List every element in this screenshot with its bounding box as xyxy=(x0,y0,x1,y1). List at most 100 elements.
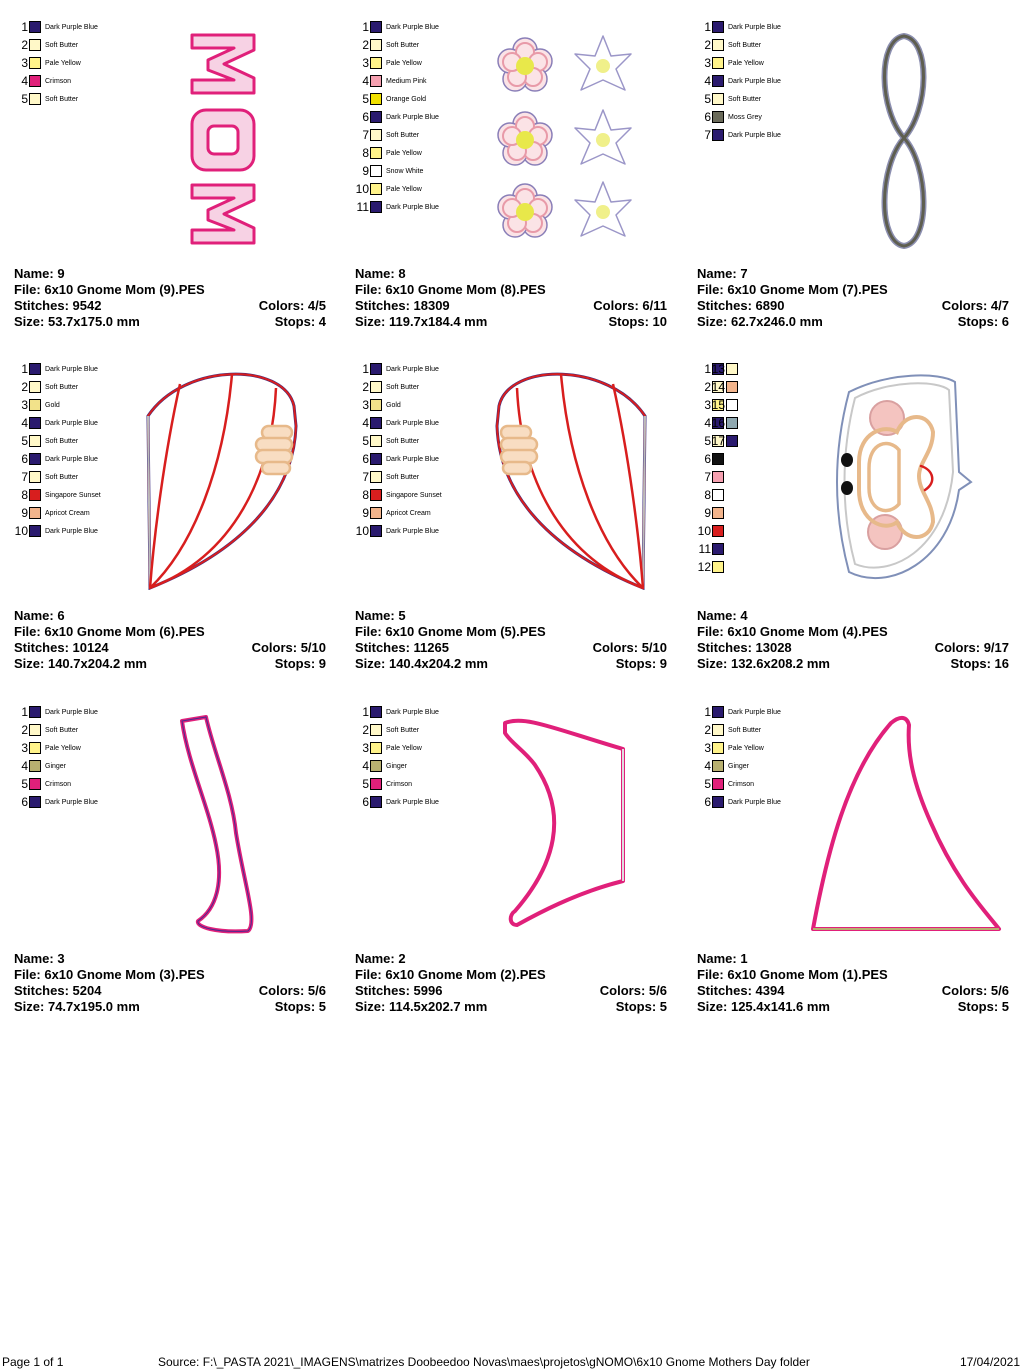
palette-row: 7 xyxy=(697,468,724,486)
palette-number: 8 xyxy=(21,488,28,502)
palette-number: 6 xyxy=(362,452,369,466)
color-name: Gold xyxy=(386,401,401,409)
color-swatch xyxy=(712,57,724,69)
palette-number: 5 xyxy=(362,434,369,448)
design-size: 62.7x246.0 mm xyxy=(730,314,823,329)
color-name: Medium Pink xyxy=(386,77,427,85)
palette-number: 4 xyxy=(704,74,711,88)
design-file-row: File: 6x10 Gnome Mom (7).PES xyxy=(697,282,888,297)
color-name: Ginger xyxy=(728,762,750,770)
palette-number: 1 xyxy=(21,362,28,376)
page-number: Page 1 of 1 xyxy=(2,1355,64,1369)
design-name: 4 xyxy=(740,608,748,623)
color-name: Pale Yellow xyxy=(45,744,81,752)
palette-number: 6 xyxy=(362,795,369,809)
stitch-count: 18309 xyxy=(413,298,450,313)
design-info: Name: 9 File: 6x10 Gnome Mom (9).PES Sti… xyxy=(14,266,326,330)
color-swatch xyxy=(726,435,738,447)
palette-number: 13 xyxy=(711,362,725,376)
color-swatch xyxy=(726,399,738,411)
color-name: Soft Butter xyxy=(386,726,420,734)
gnome-face-design xyxy=(836,374,973,580)
color-swatch xyxy=(712,507,724,519)
palette-number: 5 xyxy=(704,777,711,791)
color-swatch xyxy=(370,111,382,123)
stop-count: 4 xyxy=(318,314,326,329)
color-swatch xyxy=(726,381,738,393)
color-swatch xyxy=(712,471,724,483)
color-swatch xyxy=(712,435,724,447)
color-swatch xyxy=(712,742,724,754)
stitch-count: 13028 xyxy=(755,640,792,655)
color-swatch xyxy=(370,21,382,33)
color-name: Soft Butter xyxy=(45,41,79,49)
color-name: Crimson xyxy=(728,780,755,788)
color-name: Soft Butter xyxy=(728,95,762,103)
stitch-count: 9542 xyxy=(72,298,102,313)
palette-row: 5 xyxy=(697,432,724,450)
color-count: 5/6 xyxy=(990,983,1009,998)
color-name: Singapore Sunset xyxy=(45,491,101,499)
color-swatch xyxy=(712,525,724,537)
design-name-row: Name: 5 xyxy=(355,608,406,623)
color-swatch xyxy=(712,111,724,123)
palette-number: 1 xyxy=(21,20,28,34)
color-name: Dark Purple Blue xyxy=(45,455,98,463)
palette-number: 4 xyxy=(362,74,369,88)
palette-number: 3 xyxy=(21,56,28,70)
stop-count: 5 xyxy=(318,999,326,1014)
palette-number: 5 xyxy=(362,777,369,791)
color-name: Dark Purple Blue xyxy=(386,203,439,211)
color-swatch xyxy=(712,724,724,736)
color-swatch xyxy=(29,57,41,69)
color-name: Dark Purple Blue xyxy=(728,23,781,31)
design-info: Name: 2 File: 6x10 Gnome Mom (2).PES Sti… xyxy=(355,951,667,1015)
color-name: Dark Purple Blue xyxy=(386,708,439,716)
color-name: Pale Yellow xyxy=(386,185,422,193)
palette-row: 4 xyxy=(697,414,724,432)
design-name-row: Name: 9 xyxy=(14,266,65,281)
palette-number: 3 xyxy=(362,56,369,70)
design-file: 6x10 Gnome Mom (4).PES xyxy=(727,624,888,639)
color-name: Pale Yellow xyxy=(728,744,764,752)
color-swatch xyxy=(712,21,724,33)
palette-number: 2 xyxy=(21,723,28,737)
palette-number: 1 xyxy=(21,705,28,719)
palette-number: 9 xyxy=(362,164,369,178)
color-count: 4/7 xyxy=(990,298,1009,313)
color-swatch xyxy=(370,183,382,195)
palette-number: 4 xyxy=(704,416,711,430)
color-swatch xyxy=(29,21,41,33)
stitch-count: 5996 xyxy=(413,983,443,998)
design-info: Name: 5 File: 6x10 Gnome Mom (5).PES Sti… xyxy=(355,608,667,672)
color-name: Moss Grey xyxy=(728,113,762,121)
color-name: Ginger xyxy=(386,762,408,770)
gnome-body-right-design xyxy=(146,372,298,590)
color-count: 5/6 xyxy=(648,983,667,998)
design-file-row: File: 6x10 Gnome Mom (3).PES xyxy=(14,967,205,982)
design-file: 6x10 Gnome Mom (6).PES xyxy=(44,624,205,639)
color-name: Dark Purple Blue xyxy=(386,365,439,373)
design-name-row: Name: 3 xyxy=(14,951,65,966)
color-name: Dark Purple Blue xyxy=(45,419,98,427)
